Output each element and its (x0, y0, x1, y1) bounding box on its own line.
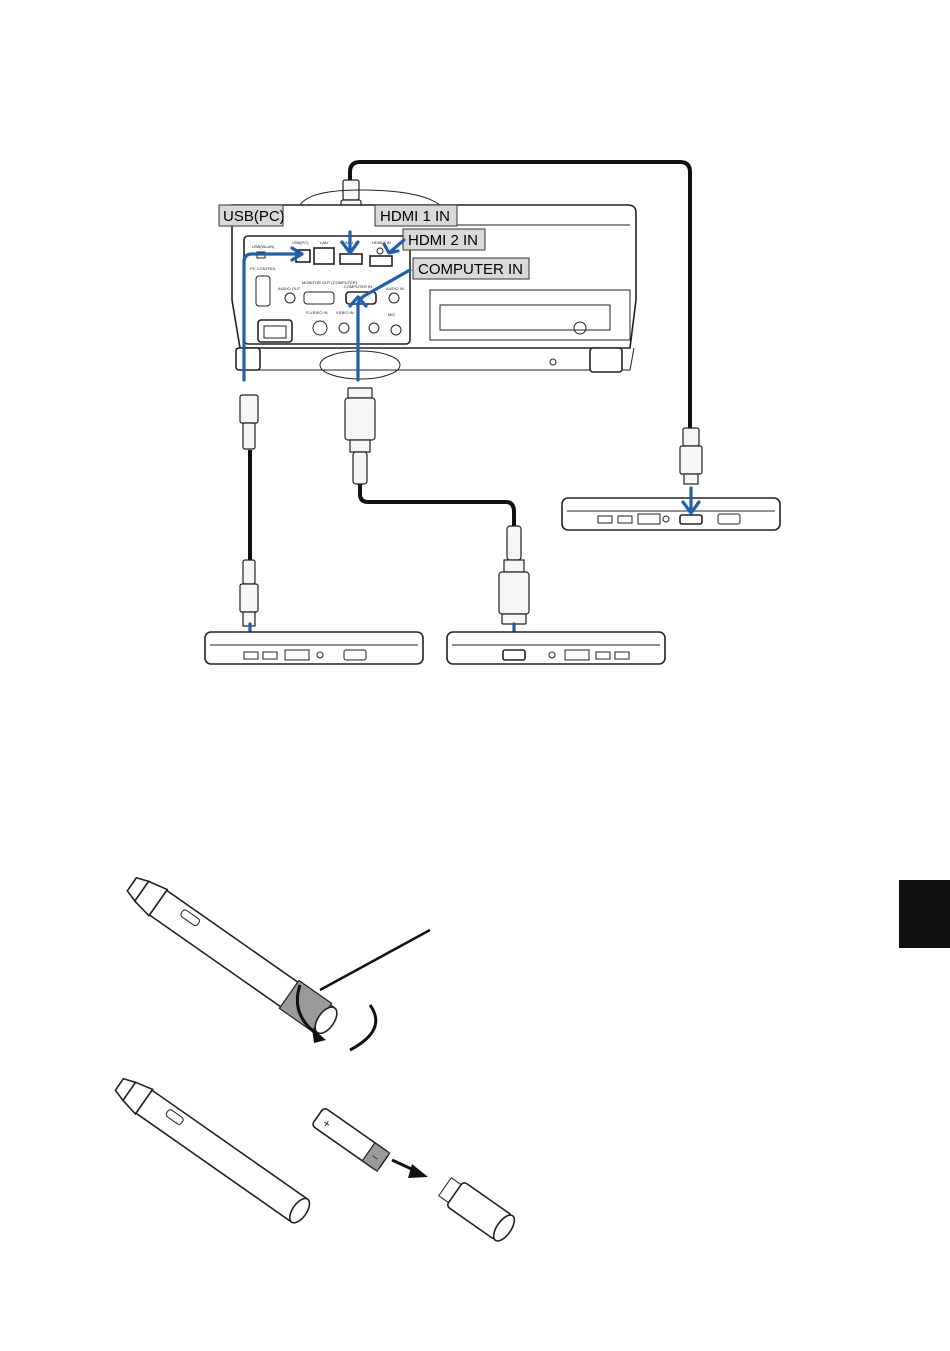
usb-pc-port-label: USB(PC) (292, 240, 309, 245)
hdmi2-callout: HDMI 2 IN (403, 229, 485, 250)
pen-battery-illustration: + − (111, 1072, 519, 1244)
vga-plug-top (345, 388, 375, 484)
computer-in-callout-text: COMPUTER IN (418, 261, 523, 278)
lan-port-label: LAN (320, 240, 328, 245)
vga-plug-laptop (499, 526, 529, 624)
audio-in-label: AUDIO IN (386, 286, 404, 291)
mic-label: MIC (388, 312, 395, 317)
pen-twist-illustration (122, 870, 430, 1050)
computer-in-callout: COMPUTER IN (413, 258, 529, 279)
laptop-hdmi-port (680, 515, 702, 524)
laptop-usb (205, 632, 423, 664)
lan-port (314, 248, 334, 264)
laptop-vga-port (503, 650, 525, 660)
computer-in-port-label: COMPUTER IN (344, 284, 372, 289)
hdmi2-port (370, 256, 392, 266)
audio-out-label: AUDIO OUT (278, 286, 301, 291)
hdmi2-port-label: HDMI 2 IN (372, 240, 391, 245)
svideo-in-label: S-VIDEO IN (306, 310, 328, 315)
hdmi1-port (340, 254, 362, 264)
pc-control-label: PC CONTROL (250, 266, 277, 271)
page-tab (899, 880, 950, 948)
projector-foot-left (236, 348, 260, 370)
hdmi1-callout-text: HDMI 1 IN (380, 208, 450, 225)
usb-pc-callout: USB(PC) (219, 205, 285, 226)
battery: + − (311, 1107, 389, 1171)
hdmi1-callout: HDMI 1 IN (375, 205, 457, 226)
usb-wlan-port-label: USB(WLAN) (252, 244, 275, 249)
vga-cable (360, 484, 514, 526)
power-inlet (258, 320, 292, 342)
usb-a-plug (240, 560, 258, 626)
video-in-label: VIDEO IN (336, 310, 354, 315)
hdmi-plug-laptop (680, 428, 702, 484)
usb-pc-callout-text: USB(PC) (223, 208, 285, 225)
pen-cap (436, 1174, 518, 1244)
laptop-hdmi (562, 498, 780, 530)
hdmi2-callout-text: HDMI 2 IN (408, 232, 478, 249)
projector-foot-right (590, 348, 622, 372)
usb-b-plug (240, 395, 258, 449)
laptop-vga (447, 632, 665, 664)
